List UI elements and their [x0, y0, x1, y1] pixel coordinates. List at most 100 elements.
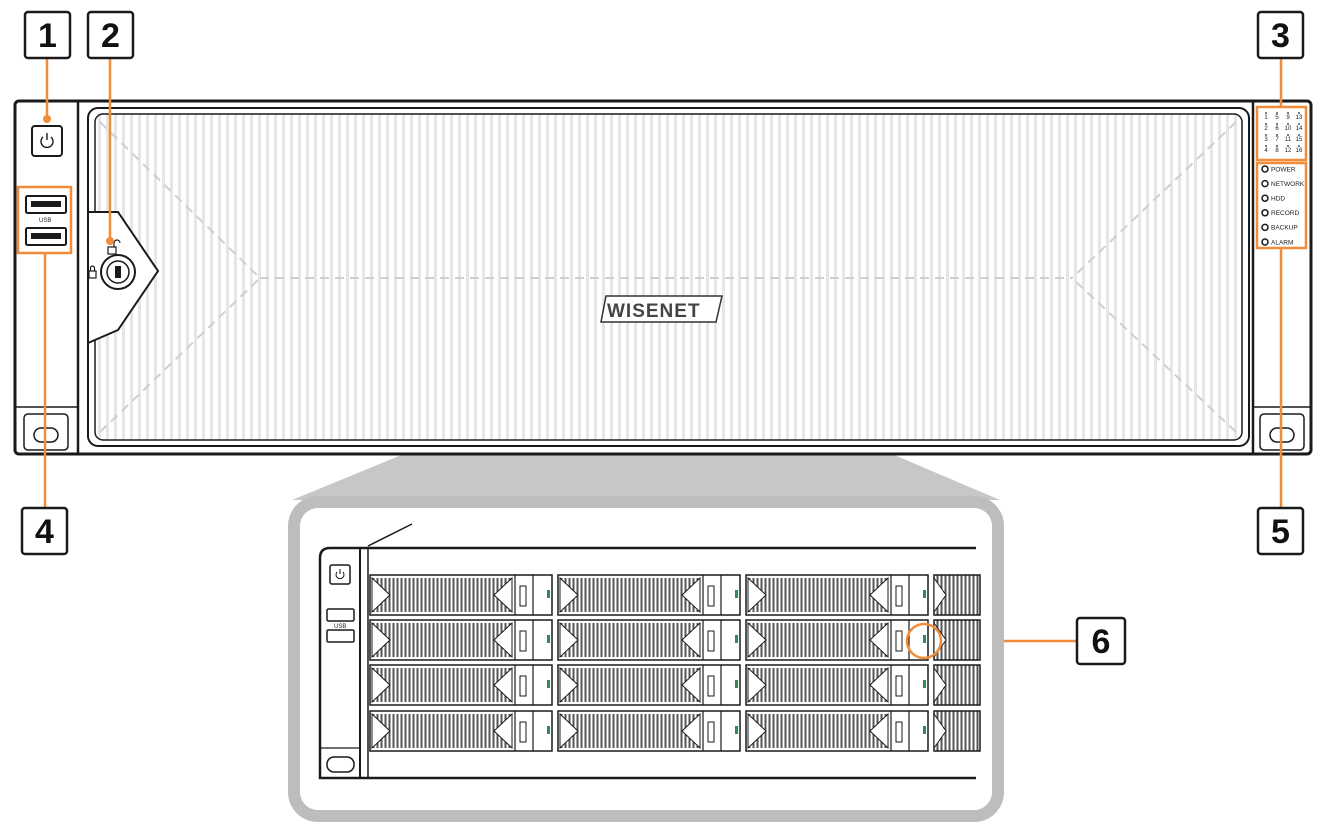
highlight-hdd-bay-led	[905, 622, 943, 660]
hdd-bays	[369, 574, 981, 752]
front-bezel: WISENET	[87, 107, 1250, 447]
hdd-status-led	[923, 726, 926, 734]
hdd-status-led	[923, 680, 926, 688]
hdd-led-number: 5	[1275, 115, 1279, 121]
zoom-power-button	[329, 564, 351, 585]
led-indicator-icon	[1261, 165, 1269, 173]
hdd-led-number: 3	[1264, 137, 1268, 143]
status-led-label: BACKUP	[1271, 225, 1298, 232]
hdd-status-led	[923, 590, 926, 598]
hdd-status-led	[735, 680, 738, 688]
hdd-led-dot	[1276, 145, 1278, 147]
hdd-bay	[933, 574, 981, 616]
hdd-led-number: 13	[1296, 115, 1303, 121]
led-indicator-icon	[1261, 223, 1269, 232]
hdd-led-dot	[1287, 123, 1289, 125]
usb-port-bottom[interactable]	[25, 227, 67, 246]
hdd-led-dot	[1298, 123, 1300, 125]
led-indicator-icon	[1261, 179, 1269, 188]
hdd-bay	[369, 619, 553, 661]
status-led-hdd: HDD	[1261, 194, 1285, 203]
hdd-led-number: 15	[1296, 137, 1303, 143]
hdd-status-led	[923, 635, 926, 643]
led-indicator-icon	[1261, 194, 1269, 202]
hdd-bay	[369, 664, 553, 706]
status-led-list: POWER NETWORK HDD RECORD BACKUP ALARM	[1261, 165, 1305, 246]
hdd-bay	[745, 664, 929, 706]
hdd-led-dot	[1265, 123, 1267, 125]
hdd-status-led	[547, 680, 550, 688]
brand-logo-text: WISENET	[607, 301, 701, 322]
hdd-led-number: 7	[1275, 137, 1279, 143]
zoom-usb-port-top	[326, 608, 355, 622]
hdd-led-number: 4	[1264, 148, 1268, 154]
hdd-status-led	[735, 590, 738, 598]
callout-1: 1	[23, 10, 72, 60]
hdd-led-dot	[1265, 134, 1267, 136]
callout-2-number: 2	[101, 17, 120, 55]
hdd-led-number: 11	[1285, 137, 1292, 143]
hdd-bay	[745, 619, 929, 661]
hdd-bay	[933, 710, 981, 752]
lock-icon	[88, 265, 97, 279]
hdd-status-led	[735, 726, 738, 734]
power-button[interactable]	[31, 125, 63, 157]
hdd-led-dot	[1287, 112, 1289, 114]
hdd-led-number: 10	[1285, 126, 1292, 132]
brand-logo: WISENET	[600, 295, 723, 323]
hdd-bay	[369, 710, 553, 752]
hdd-bay	[557, 664, 741, 706]
hdd-led-number: 14	[1296, 126, 1303, 132]
callout-6-number: 6	[1092, 623, 1111, 661]
hdd-led-dot	[1276, 112, 1278, 114]
zoom-inset: USB	[288, 496, 1004, 822]
usb-port-top[interactable]	[25, 195, 67, 214]
led-indicator-icon	[1261, 238, 1269, 246]
status-led-label: HDD	[1271, 196, 1285, 203]
hdd-led-number: 2	[1264, 126, 1268, 132]
callout-4: 4	[20, 506, 69, 556]
status-led-label: ALARM	[1271, 239, 1293, 246]
usb-label: USB	[39, 218, 51, 224]
callout-5-number: 5	[1271, 513, 1290, 551]
hdd-led-dot	[1287, 134, 1289, 136]
callout-2: 2	[86, 10, 135, 60]
bezel-lock[interactable]	[87, 211, 160, 345]
callout-leaders	[43, 58, 1283, 643]
hdd-bay	[745, 710, 929, 752]
hdd-led-dot	[1276, 123, 1278, 125]
callout-4-number: 4	[35, 513, 54, 551]
zoom-usb-port-bottom	[326, 629, 355, 643]
hdd-status-led	[735, 635, 738, 643]
hdd-led-dot	[1298, 134, 1300, 136]
hdd-led-number: 9	[1286, 115, 1290, 121]
status-led-label: RECORD	[1271, 210, 1299, 217]
hdd-status-led	[547, 635, 550, 643]
hdd-status-led	[547, 726, 550, 734]
hdd-led-number: 12	[1285, 148, 1292, 154]
hdd-led-number: 16	[1296, 148, 1303, 154]
hdd-bay	[557, 619, 741, 661]
hdd-led-number: 1	[1264, 115, 1268, 121]
hdd-bay	[369, 574, 553, 616]
led-indicator-icon	[1261, 209, 1269, 217]
hdd-bay	[745, 574, 929, 616]
status-led-backup: BACKUP	[1261, 223, 1298, 232]
hdd-led-dot	[1298, 145, 1300, 147]
zoom-chassis	[318, 523, 976, 780]
status-led-label: POWER	[1271, 166, 1296, 173]
callout-6: 6	[1075, 616, 1127, 666]
status-led-alarm: ALARM	[1261, 238, 1293, 246]
callout-5: 5	[1256, 506, 1305, 556]
lock-pointer-dot	[106, 237, 114, 245]
callout-3: 3	[1256, 10, 1305, 60]
callout-1-number: 1	[38, 17, 57, 55]
hdd-led-dot	[1298, 112, 1300, 114]
hdd-bay	[557, 710, 741, 752]
status-led-record: RECORD	[1261, 209, 1299, 217]
status-led-label: NETWORK	[1271, 181, 1305, 188]
status-led-network: NETWORK	[1261, 179, 1305, 188]
hdd-led-number: 6	[1275, 126, 1279, 132]
